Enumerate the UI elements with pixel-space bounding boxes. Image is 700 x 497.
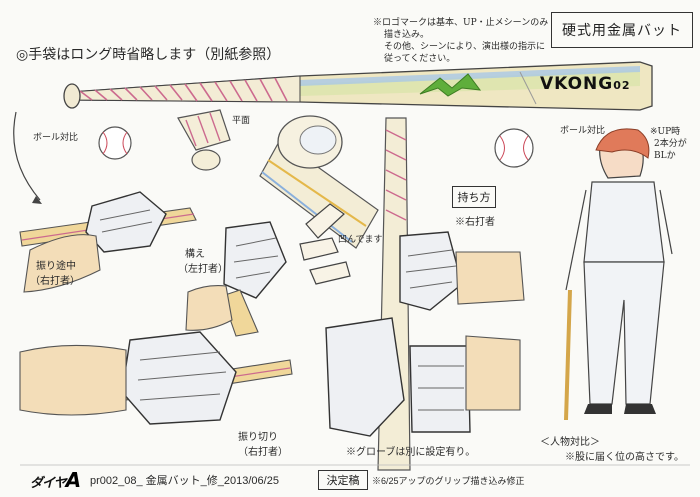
label-swing-line-1: 振り途中 bbox=[36, 261, 76, 272]
character-figure bbox=[564, 128, 673, 421]
label-swing-line-2: （右打者） bbox=[30, 276, 80, 287]
label-follow-line-2: （右打者） bbox=[238, 447, 288, 458]
label-glove-note: ※グローブは別に設定有り。 bbox=[346, 447, 476, 458]
label-follow-line-1: 振り切り bbox=[238, 432, 278, 443]
glove-holding bbox=[399, 231, 525, 311]
glove-follow bbox=[19, 331, 237, 425]
logo-note-line-2: 描き込み。 bbox=[384, 30, 430, 40]
glove-closeup bbox=[325, 317, 521, 437]
hold-style-box: 持ち方 bbox=[452, 186, 496, 208]
ball-right-illustration bbox=[494, 128, 534, 168]
curved-arrow bbox=[13, 111, 41, 201]
barrel-end-detail bbox=[259, 115, 379, 249]
ball-left-illustration bbox=[98, 126, 132, 160]
bat-model-text: 02 bbox=[613, 79, 631, 92]
top-note: ◎手袋はロング時省略します（別紙参照） bbox=[16, 47, 281, 63]
logo-note-line-1: ※ロゴマークは基本、UP・止メシーンのみ bbox=[373, 18, 549, 28]
bat-illustration bbox=[63, 61, 653, 111]
footer-note: ※6/25アップのグリップ描き込み修正 bbox=[372, 476, 525, 486]
label-up-line-2: 2本分が bbox=[654, 139, 687, 149]
label-person-note: ※股に届く位の高さです。 bbox=[565, 452, 684, 463]
final-draft-badge: 決定稿 bbox=[318, 470, 368, 490]
label-person-title: ＜人物対比＞ bbox=[540, 437, 600, 448]
grip-end-detail bbox=[177, 109, 231, 171]
label-heimen: 平面 bbox=[232, 116, 251, 126]
label-ball-right: ボール対比 bbox=[560, 126, 606, 136]
sheet-title-box: 硬式用金属バット bbox=[551, 12, 693, 48]
series-logo-a: A bbox=[65, 468, 82, 492]
bat-brand: VKONG02 bbox=[540, 74, 631, 94]
footer-code: pr002_08_ 金属バット_修_2013/06/25 bbox=[90, 475, 279, 487]
label-stance-line-1: 構え bbox=[185, 249, 205, 260]
bat-brand-text: VKONG bbox=[540, 74, 614, 94]
label-stance-line-2: （左打者） bbox=[178, 264, 228, 275]
label-up-line-1: ※UP時 bbox=[650, 127, 681, 137]
glove-swing bbox=[23, 191, 167, 293]
series-logo: ダイヤA bbox=[30, 468, 82, 492]
label-kubomi: 凹んでます bbox=[338, 235, 383, 245]
series-logo-text: ダイヤ bbox=[30, 476, 67, 491]
label-ball-left: ボール対比 bbox=[33, 133, 79, 143]
logo-note-line-3: その他、シーンにより、演出様の指示に bbox=[384, 42, 546, 52]
label-right-batter: ※右打者 bbox=[455, 217, 495, 228]
glove-stance bbox=[185, 221, 287, 337]
logo-note-line-4: 従ってください。 bbox=[384, 54, 456, 64]
label-up-line-3: BLか bbox=[654, 151, 676, 161]
open-hand bbox=[299, 203, 351, 285]
